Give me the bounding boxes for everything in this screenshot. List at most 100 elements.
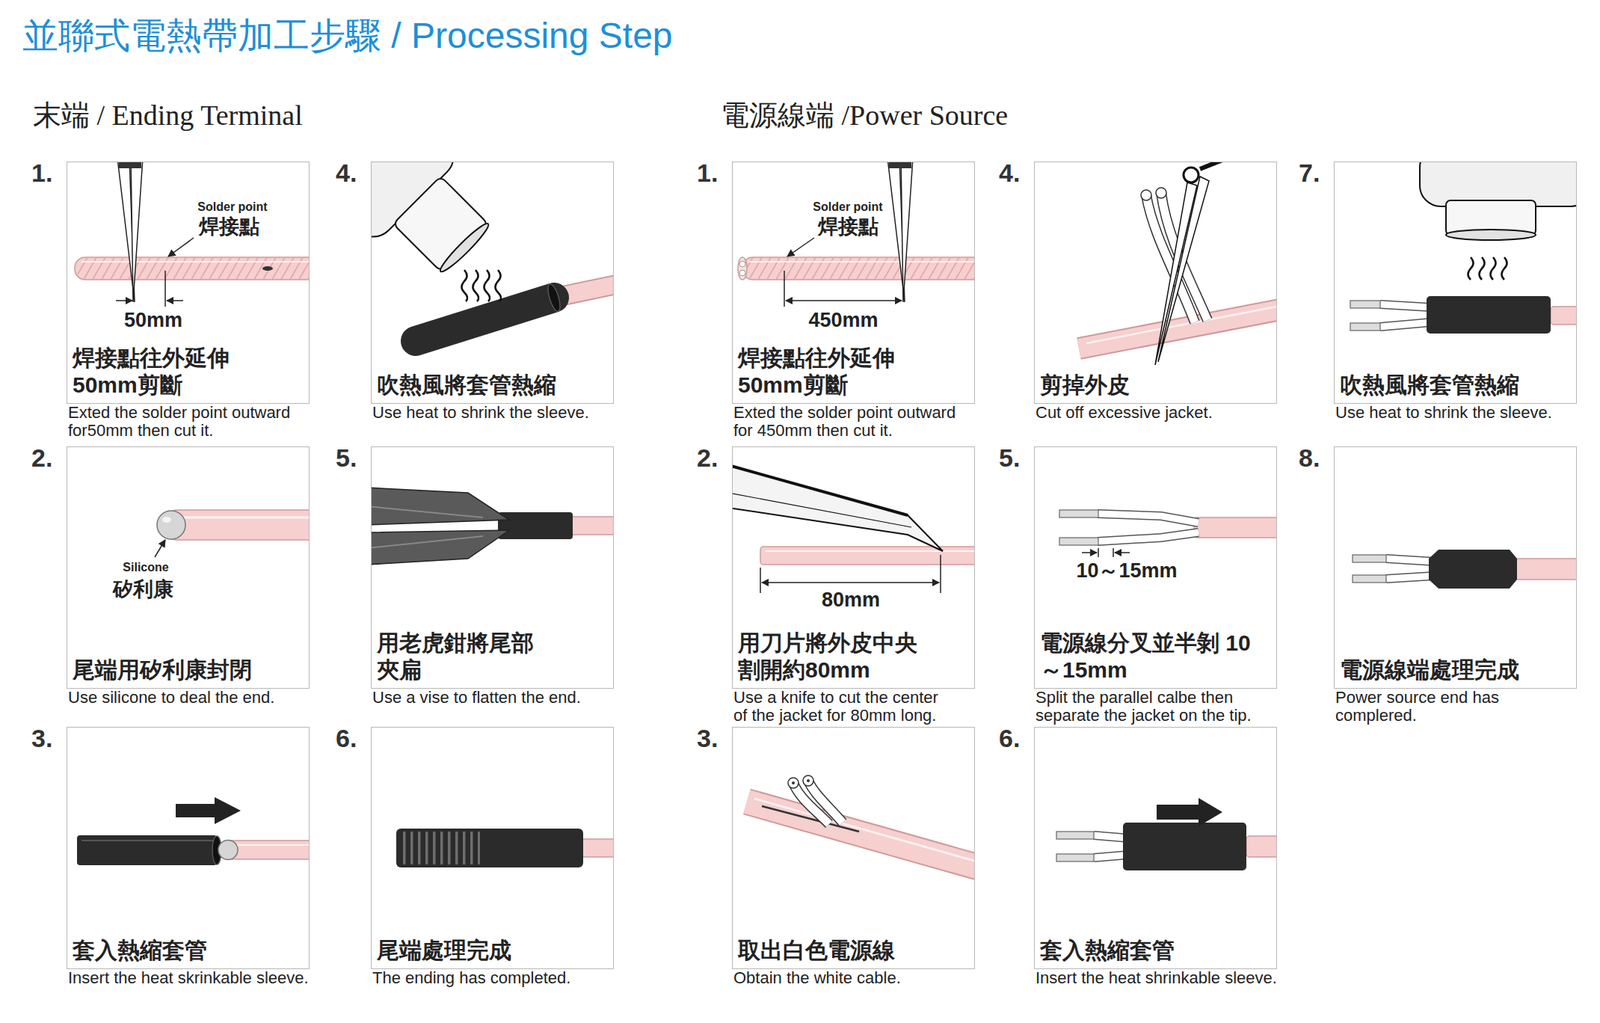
finished-end-illustration [396,828,614,868]
step-panel: 4.吹熱風將套管熱縮Use heat to shrink the sleeve. [370,161,614,404]
white-cable-illustration [746,801,975,871]
strip-wires-illustration [1059,509,1099,518]
section-heading: 末端 / Ending Terminal [32,98,303,134]
step-caption: 焊接點往外延伸 50mm剪斷 [72,344,305,399]
heat-gun-illustration [1380,322,1432,327]
heat-gun-illustration [545,282,563,313]
part-label: 矽利康 [112,578,174,600]
insert-sleeve-illustration [77,797,310,866]
silicone-end-illustration [178,516,310,519]
step-caption-english: Use heat to shrink the sleeve. [372,403,672,422]
heat-gun-illustration [370,161,513,297]
solder-cut-illustration [742,257,975,280]
step-caption: 剪掉外皮 [1040,371,1272,399]
strip-wires-illustration [1112,548,1115,558]
solder-cut-illustration [74,161,310,307]
silicone-end-illustration [162,516,172,523]
step-number: 3. [696,724,718,753]
step-number: 4. [998,159,1020,187]
heat-gun-illustration [1380,304,1432,308]
step-caption: 吹熱風將套管熱縮 [376,371,609,399]
jacket-cut-illustration [1155,187,1167,199]
step-panel: 3.套入熱縮套管Insert the heat skrinkable sleev… [66,726,310,969]
step-panel: 4.剪掉外皮Cut off excessive jacket. [1034,161,1278,404]
step-panel: 5.用老虎鉗將尾部 夾扁Use a vise to flatten the en… [370,446,614,689]
heat-gun-illustration [436,219,492,276]
step-number: 1. [31,159,53,187]
solder-cut-illustration [743,257,975,279]
heat-gun-illustration [1426,296,1551,334]
solder-cut-illustration [166,299,184,302]
step-caption: 吹熱風將套管熱縮 [1339,371,1572,399]
heat-gun-illustration [1350,300,1381,309]
finished-end-illustration [1352,549,1577,589]
solder-cut-illustration [787,237,815,257]
heat-gun-illustration [1445,229,1536,240]
step-caption-english: Exted the solder point outward for 450mm… [733,403,969,440]
heat-gun-illustration [1490,257,1497,280]
step-caption: 用刀片將外皮中央 割開約80mm [737,629,970,684]
finished-end-illustration [1352,574,1387,583]
jacket-cut-illustration [1086,303,1278,344]
step-caption-english: Use a vise to flatten the end. [372,688,672,707]
dimension-label: 450mm [808,309,878,331]
white-cable-illustration [791,781,795,785]
finished-end-illustration [1386,575,1435,579]
vise-illustration [370,506,483,518]
step-caption-english: Use a knife to cut the center of the jac… [733,688,947,725]
knife-cut-illustration [939,554,942,593]
white-cable-illustration [754,798,975,866]
jacket-cut-illustration [1078,307,1278,349]
strip-wires-illustration [1097,532,1199,542]
heat-gun-illustration [484,269,491,302]
step-caption-english: Use silicone to deal the end. [68,688,368,707]
jacket-cut-illustration [1183,167,1199,183]
insert-sleeve-illustration [218,840,238,860]
dimension-label: 50mm [124,309,183,331]
step-number: 6. [998,724,1020,753]
step-caption: 尾端處理完成 [376,936,609,964]
insert-sleeve-illustration [81,839,214,842]
step-caption: 焊接點往外延伸 50mm剪斷 [737,344,970,399]
jacket-cut-illustration [1078,307,1278,349]
part-label: Silicone [122,560,169,575]
step-caption-english: Exted the solder point outward for50mm t… [68,403,304,440]
strip-wires-illustration [1081,551,1097,554]
step-number: 8. [1298,444,1320,472]
part-label: 焊接點 [817,216,879,238]
step-caption: 取出白色電源線 [737,936,970,964]
solder-cut-illustration [168,237,194,257]
step-number: 2. [696,444,718,472]
jacket-cut-illustration [1078,161,1278,365]
white-cable-illustration [802,775,814,786]
solder-cut-illustration [115,299,133,302]
jacket-cut-illustration [1158,176,1209,362]
finished-end-illustration [400,831,480,865]
step-panel: 1.焊接點往外延伸 50mm剪斷Exted the solder point o… [731,161,975,404]
solder-cut-illustration [81,260,310,263]
insert-sleeve-illustration [1056,853,1094,862]
white-cable-illustration [808,780,843,823]
step-panel: 8.電源線端處理完成Power source end has complered… [1333,446,1577,689]
insert-sleeve-illustration [1156,797,1223,827]
step-caption: 套入熱縮套管 [1040,936,1272,964]
step-panel: 2.尾端用矽利康封閉Use silicone to deal the end. [66,446,310,689]
solder-cut-illustration [74,257,310,280]
insert-sleeve-illustration [77,835,217,866]
strip-wires-illustration [1097,513,1199,523]
step-caption-english: Split the parallel calbe then separate t… [1035,688,1283,725]
solder-cut-illustration [118,161,142,169]
step-caption-english: The ending has completed. [372,968,672,987]
step-caption: 電源線端處理完成 [1339,656,1572,684]
step-panel: 6.套入熱縮套管Insert the heat shrinkable sleev… [1034,726,1278,969]
strip-wires-illustration [1114,551,1130,554]
white-cable-illustration [788,777,799,789]
step-caption: 套入熱縮套管 [72,936,305,964]
finished-end-illustration [1352,554,1387,563]
jacket-cut-illustration [1140,189,1152,201]
strip-wires-illustration [1059,509,1278,558]
solder-cut-illustration [737,161,975,307]
step-number: 5. [998,444,1020,472]
finished-end-illustration [580,838,614,857]
